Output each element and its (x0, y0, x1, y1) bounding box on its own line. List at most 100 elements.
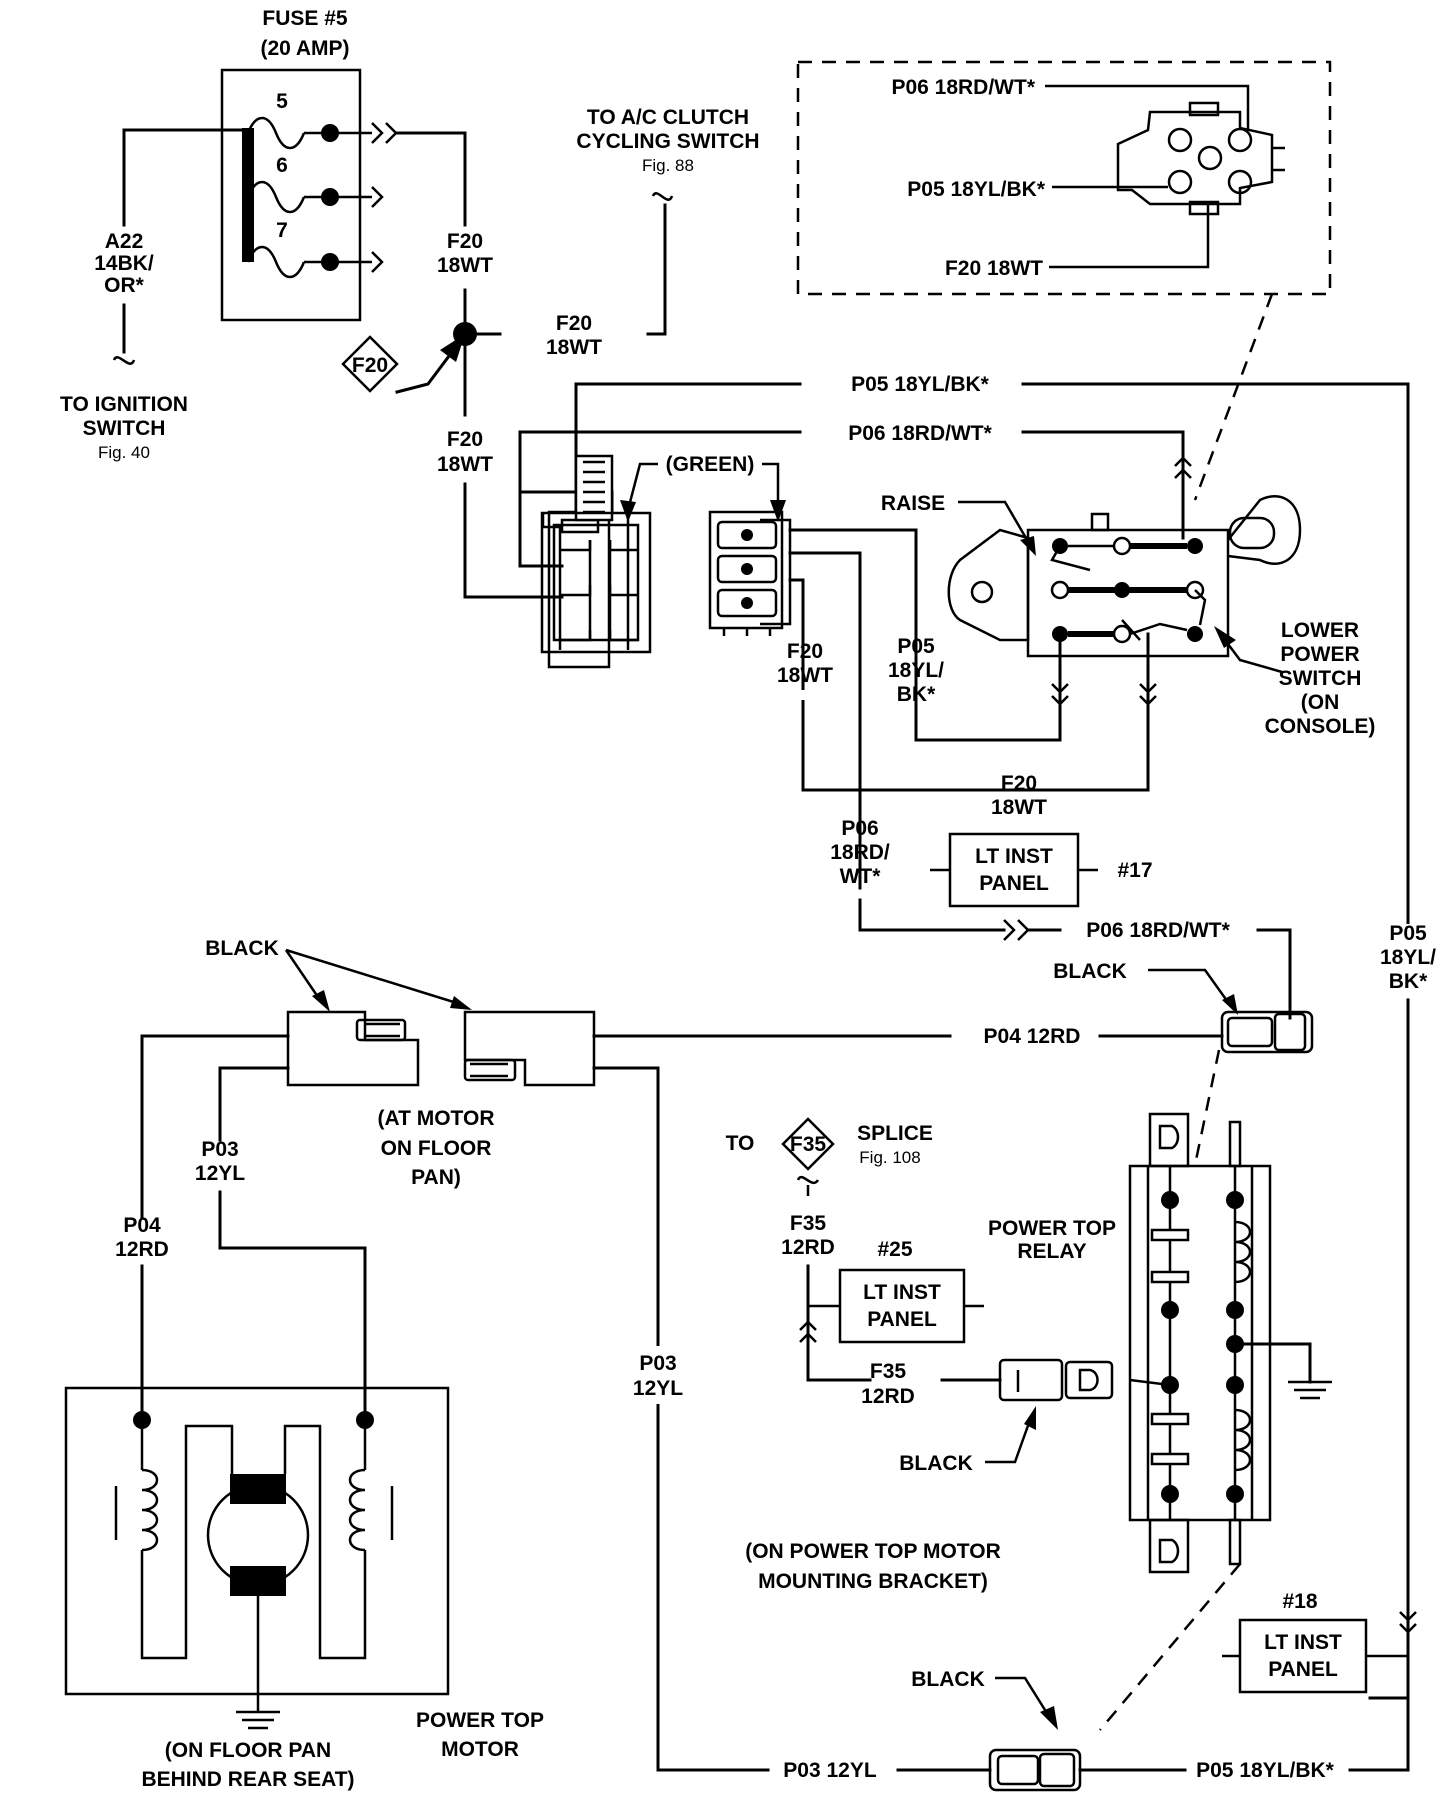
relay-name-line2: RELAY (1017, 1240, 1086, 1263)
detail-dashed-box (796, 60, 1332, 296)
black-label-bottom: BLACK (911, 1668, 985, 1691)
p03-label-bottom: P03 12YL (783, 1759, 877, 1782)
f20-label-bottom: F20 (1001, 772, 1037, 795)
p06-switch-connector (1174, 456, 1192, 479)
ref-25: #25 (877, 1238, 912, 1261)
p05-spec-switch-2: BK* (897, 683, 936, 706)
motor-loc-line2: BEHIND REAR SEAT) (141, 1768, 354, 1791)
f35-label-upper: F35 (790, 1212, 827, 1235)
f35-label-lower: F35 (870, 1360, 907, 1383)
motor-conn-line1: (AT MOTOR (377, 1107, 494, 1130)
f35-to-label: TO (726, 1132, 755, 1155)
a22-wire-code: A22 (105, 230, 144, 253)
lt-inst-18-line1: LT INST (1264, 1631, 1342, 1654)
f35-spec-lower: 12RD (861, 1385, 915, 1408)
p05-label-right: P05 (1389, 922, 1427, 945)
f20-label-mid: F20 (447, 428, 483, 451)
wire-break-symbol (112, 356, 136, 365)
p04-spec-left: 12RD (115, 1238, 169, 1261)
detail-p05-label: P05 18YL/BK* (907, 178, 1046, 201)
f35-feed: TO F35 SPLICE Fig. 108 F35 12RD #25 LT I… (726, 1117, 1002, 1408)
p05-label-top: P05 18YL/BK* (851, 373, 990, 396)
lt-inst-17-line2: PANEL (979, 872, 1049, 895)
lt-inst-25-line2: PANEL (867, 1308, 937, 1331)
relay-mount-line2: MOUNTING BRACKET) (758, 1570, 988, 1593)
p06-label-top: P06 18RD/WT* (848, 422, 992, 445)
relay-name-line1: POWER TOP (988, 1217, 1116, 1240)
fuse-element-7 (246, 245, 306, 279)
switch-name-line2: POWER (1280, 643, 1359, 666)
ignition-dest-fig: Fig. 40 (98, 443, 150, 462)
ref-18: #18 (1282, 1590, 1317, 1613)
ac-clutch-feed: TO A/C CLUTCH CYCLING SWITCH Fig. 88 F20… (546, 106, 760, 359)
black-label-relay: BLACK (899, 1452, 973, 1475)
p06-spec-mid-2: WT* (840, 865, 882, 888)
connector-left (540, 454, 652, 669)
lt-inst-18-line2: PANEL (1268, 1658, 1338, 1681)
raise-label: RAISE (881, 492, 945, 515)
switch-name-line1: LOWER (1281, 619, 1359, 642)
motor-name-line2: MOTOR (441, 1738, 519, 1761)
f20-spec-mid: 18WT (437, 453, 493, 476)
ref-17: #17 (1117, 859, 1152, 882)
switch-name-line3: SWITCH (1279, 667, 1362, 690)
f35-splice-label: SPLICE (857, 1122, 933, 1145)
ac-clutch-line1: TO A/C CLUTCH (587, 106, 749, 129)
p06-label-lower: P06 18RD/WT* (1086, 919, 1230, 942)
f35-spec-upper: 12RD (781, 1236, 835, 1259)
connector-mid (708, 510, 1150, 890)
fuse-number-6: 6 (276, 154, 288, 177)
p05-label-bottom: P05 18YL/BK* (1196, 1759, 1335, 1782)
switch-name-line5: CONSOLE) (1265, 715, 1376, 738)
p03-label-left: P03 (201, 1138, 238, 1161)
f20-label-ac: F20 (556, 312, 592, 335)
f20-spec-switch: 18WT (777, 664, 833, 687)
switch-connector-a (1051, 683, 1069, 706)
detail-f20-label: F20 18WT (945, 257, 1043, 280)
relay-coil-2 (1234, 1408, 1252, 1472)
f20-feed: F20 18WT F20 F20 18WT (341, 131, 564, 599)
motor-plug-right (463, 1010, 596, 1087)
p05-right-label: P05 18YL/ BK* (1368, 922, 1438, 1700)
raise-callout: RAISE (881, 492, 1036, 556)
p04-label-run: P04 12RD (984, 1025, 1081, 1048)
relay-mount-line1: (ON POWER TOP MOTOR (745, 1540, 1001, 1563)
p04-label-left: P04 (123, 1214, 161, 1237)
motor-field-coil-right (348, 1468, 366, 1552)
motor-field-coil-left (141, 1468, 159, 1552)
f20-spec-top: 18WT (437, 254, 493, 277)
fuse-element-6 (246, 180, 306, 214)
lt-inst-25-line1: LT INST (863, 1281, 941, 1304)
f35-splice-diamond (781, 1117, 835, 1171)
a22-wire-spec-2: OR* (104, 274, 145, 297)
f20-label-top: F20 (447, 230, 483, 253)
f20-splice-id: F20 (352, 354, 388, 377)
p05-spec-right-1: 18YL/ (1380, 946, 1436, 969)
fuse-block: FUSE #5 (20 AMP) 5 6 7 (220, 7, 398, 322)
p03-spec-left: 12YL (195, 1162, 245, 1185)
power-top-motor: POWER TOP MOTOR (ON FLOOR PAN BEHIND REA… (64, 1386, 544, 1791)
relay-coil-1 (1234, 1220, 1252, 1284)
motor-plug-left (286, 1010, 420, 1087)
motor-feed-wires: P03 12YL P04 12RD P03 12YL (115, 1034, 688, 1422)
motor-conn-line3: PAN) (411, 1166, 461, 1189)
black-connector-relay: BLACK (899, 1358, 1114, 1475)
fuse-element-5 (246, 116, 306, 150)
black-connector-bottom: BLACK P03 12YL P05 18YL/BK* (783, 1668, 1410, 1792)
black-label-upper: BLACK (1053, 960, 1127, 983)
a22-wire-spec-1: 14BK/ (94, 252, 154, 275)
p06-label-mid: P06 (841, 817, 878, 840)
lower-power-switch (947, 495, 1302, 742)
motor-conn-line2: ON FLOOR (381, 1137, 492, 1160)
ignition-feed: A22 14BK/ OR* TO IGNITION SWITCH Fig. 40 (60, 128, 250, 462)
fuse-rating: (20 AMP) (260, 37, 349, 60)
motor-loc-line1: (ON FLOOR PAN (165, 1739, 331, 1762)
f20-spec-bottom: 18WT (991, 796, 1047, 819)
p05-label-switch: P05 (897, 635, 935, 658)
fuse-box (220, 68, 362, 322)
f35-splice-fig: Fig. 108 (859, 1148, 920, 1167)
detail-connector-body (1116, 110, 1274, 206)
fuse-number-7: 7 (276, 219, 288, 242)
motor-name-line1: POWER TOP (416, 1709, 544, 1732)
